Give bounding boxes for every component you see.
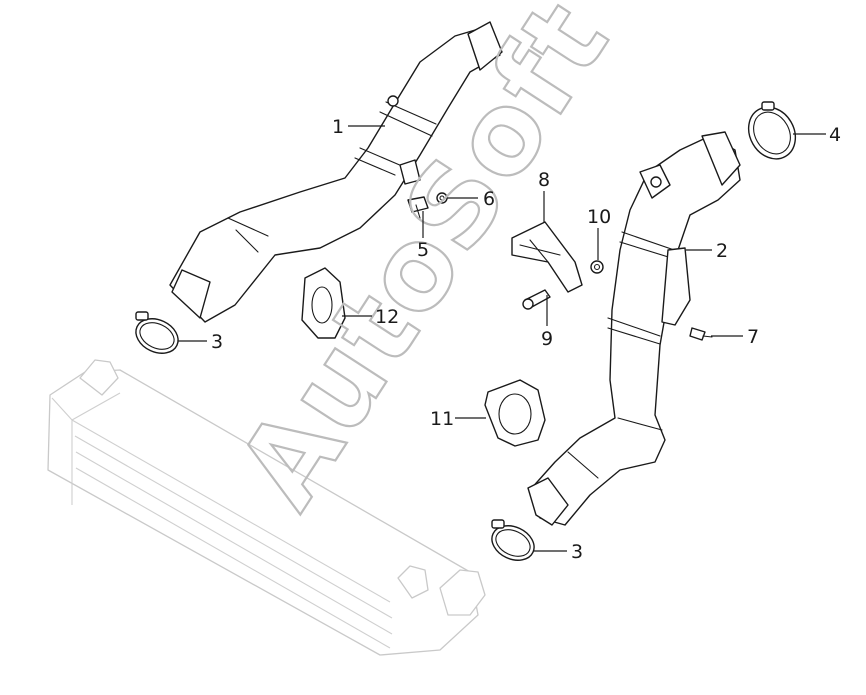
intercooler [47,359,486,656]
cap-11 [484,379,546,447]
callout-4: 4 [829,124,841,146]
callouts: 1 2 3 3 4 5 6 7 8 9 10 11 12 [211,116,841,563]
bolt-5 [407,196,429,219]
charge-pipe-2 [527,131,741,526]
cap-12 [301,267,346,339]
bolt-9 [522,289,551,310]
callout-12: 12 [375,306,399,328]
leader-lines [178,125,826,552]
callout-8: 8 [538,169,550,191]
bolt-7 [689,327,713,341]
callout-6: 6 [483,188,495,210]
hose-clamp-3-left [135,311,179,354]
callout-5: 5 [417,239,429,261]
callout-3-left: 3 [211,331,223,353]
charge-pipe-1 [169,21,503,323]
callout-9: 9 [541,328,553,350]
callout-2: 2 [716,240,728,262]
hose-clamp-3-right [491,519,535,561]
bracket-8 [511,221,583,293]
nut-10 [590,260,604,274]
callout-3-right: 3 [571,541,583,563]
callout-11: 11 [430,408,454,430]
callout-7: 7 [747,326,759,348]
callout-1: 1 [332,116,344,138]
hose-clamp-4 [747,101,797,160]
callout-10: 10 [587,206,611,228]
